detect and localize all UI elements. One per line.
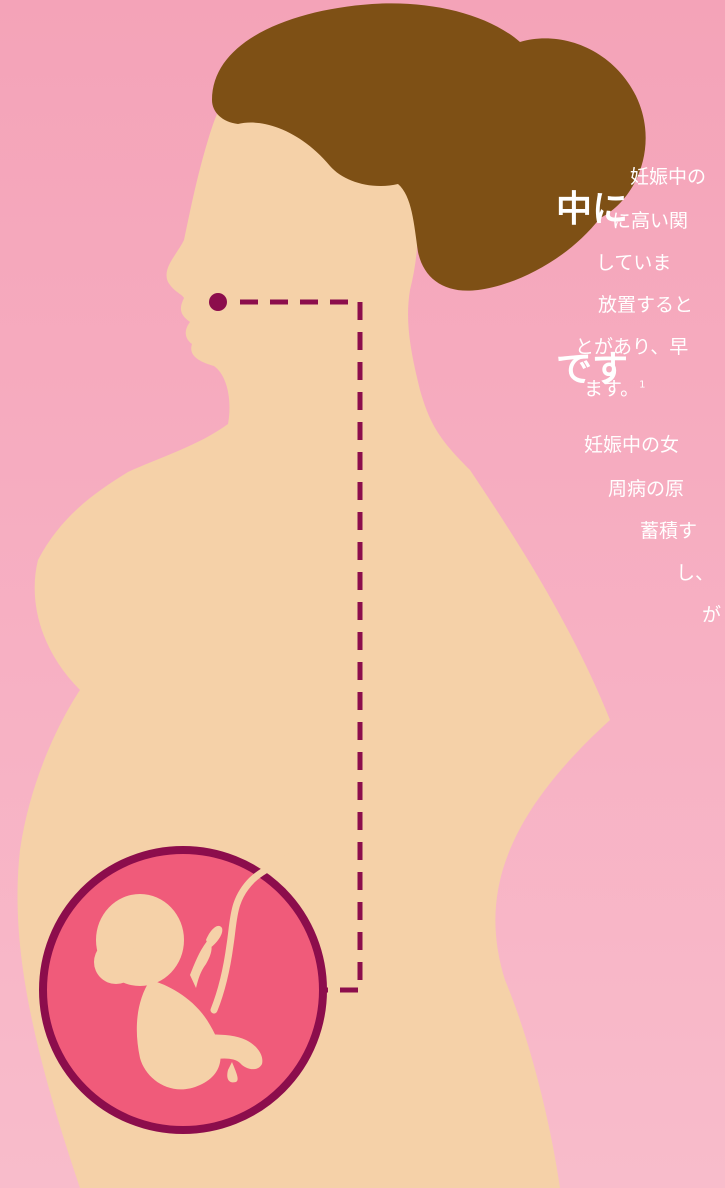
paragraph-1-line-5: とがあり、早 <box>575 336 689 358</box>
paragraph-2-line-3: 蓄積す <box>640 520 698 542</box>
connector-line <box>240 299 363 993</box>
headline-line-1: 中に <box>555 189 628 230</box>
mouth-marker-dot <box>209 293 227 311</box>
headline-line-2: です <box>555 349 628 390</box>
paragraph-2-line-5: が <box>702 604 722 626</box>
fetus-icon <box>94 894 263 1090</box>
umbilical-cord <box>210 836 319 1014</box>
womb-illustration <box>39 836 327 1134</box>
paragraph-1-line-2: に高い関 <box>612 210 689 232</box>
paragraph-2-line-4: し、 <box>676 562 715 584</box>
paragraph-2-line-2: 周病の原 <box>608 478 685 500</box>
paragraph-1-line-3: していま <box>596 252 672 274</box>
paragraph-1-line-6: ます。1 <box>584 378 646 400</box>
footnote-marker: 1 <box>639 379 646 391</box>
paragraph-1-line-4: 放置すると <box>598 294 694 316</box>
paragraph-2-line-1: 妊娠中の女 <box>584 434 680 456</box>
dashed-connector <box>209 293 363 993</box>
hair <box>212 3 646 291</box>
paragraph-1-line-1: 妊娠中の <box>630 166 707 188</box>
